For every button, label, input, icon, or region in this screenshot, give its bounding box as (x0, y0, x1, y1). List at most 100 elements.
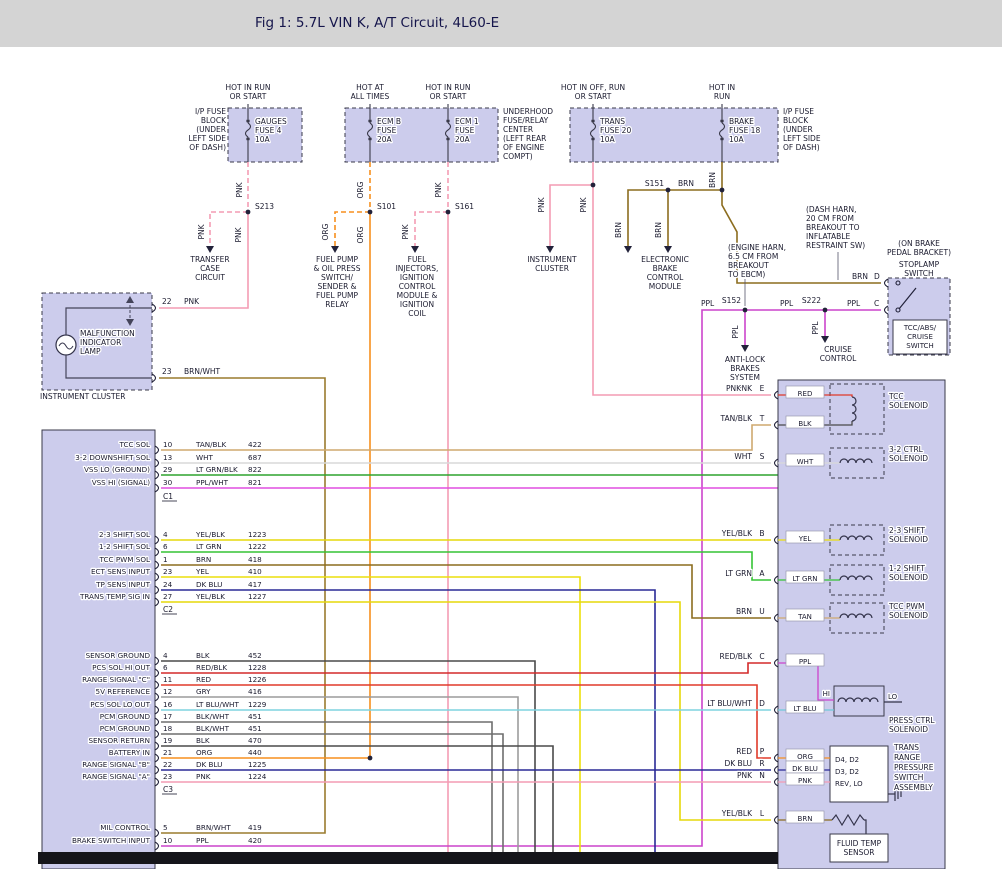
connector-id: C3 (163, 785, 173, 794)
wire-color-tag: RED/BLK (720, 652, 754, 661)
wire-color-tag: PPL (731, 325, 740, 339)
wire-color-tag: BRN (678, 179, 694, 188)
mil-lamp-icon (55, 334, 77, 356)
pressure-switch-box (829, 745, 889, 803)
fuse-icon (244, 122, 252, 138)
pin-connector (154, 483, 160, 493)
pin-connector (154, 656, 160, 666)
svg-text:TRANS: TRANS (893, 743, 919, 752)
fuse-terminal (591, 119, 595, 123)
wire-451 (161, 721, 493, 852)
svg-text:COIL: COIL (408, 309, 426, 318)
wire-416 (161, 696, 519, 852)
svg-text:CONTROL: CONTROL (399, 282, 436, 291)
int-wire (864, 819, 867, 834)
svg-text:STOPLAMP: STOPLAMP (899, 260, 940, 269)
svg-text:SWITCH: SWITCH (906, 342, 933, 350)
pin-number: 24 (163, 580, 173, 589)
wire-410 (161, 576, 581, 852)
connector-id: C1 (163, 492, 173, 501)
gear-position-label: D4, D2 (835, 756, 859, 764)
wire-color-tag: YEL/BLK (195, 592, 225, 601)
pcm-box (41, 429, 156, 869)
circuit-number: 687 (248, 453, 262, 462)
pin-number: 13 (163, 453, 172, 462)
circuit-number: 420 (248, 836, 262, 845)
wire-color-tag: BRN (196, 555, 211, 564)
fuse-block-box (569, 107, 779, 163)
internal-wire-label: WHT (797, 458, 814, 466)
pin-number: 1 (163, 555, 168, 564)
splice-dot (742, 307, 748, 313)
wire-color-tag: RED/BLK (196, 663, 227, 672)
circuit-number: 470 (248, 736, 262, 745)
svg-text:ALL TIMES: ALL TIMES (351, 92, 390, 101)
svg-text:ECM B: ECM B (377, 117, 401, 126)
svg-text:2-3 SHIFT: 2-3 SHIFT (889, 526, 925, 535)
svg-text:TRANS: TRANS (599, 117, 625, 126)
wire-color-tag: PNK (197, 223, 206, 239)
solenoid-coil (837, 697, 879, 703)
svg-text:CLUSTER: CLUSTER (535, 264, 569, 273)
svg-text:CENTER: CENTER (503, 125, 533, 134)
pin-number: 19 (163, 736, 173, 745)
switch-terminal (895, 280, 901, 286)
svg-text:FUEL PUMP: FUEL PUMP (316, 255, 359, 264)
svg-text:SOLENOID: SOLENOID (889, 535, 928, 544)
pin-connector (773, 815, 779, 825)
pin-number: 23 (163, 772, 172, 781)
lamp-filament (58, 342, 74, 350)
pin-connector (154, 841, 160, 851)
wire-color-tag: LT BLU/WHT (707, 699, 752, 708)
fuse-rating: 10A (255, 135, 271, 144)
svg-text:TCC/ABS/: TCC/ABS/ (903, 324, 937, 332)
pcm-signal-label: PCM GROUND (100, 712, 151, 721)
gear-position-label: REV, LO (835, 780, 863, 788)
wire-color-tag: PNK (434, 181, 443, 197)
internal-wire-label: BLK (798, 420, 812, 428)
wire-color-tag: DK BLU (196, 760, 222, 769)
svg-text:BREAKOUT: BREAKOUT (728, 261, 769, 270)
arrow-down (624, 246, 632, 253)
svg-text:I/P FUSE: I/P FUSE (783, 107, 814, 116)
svg-text:SOLENOID: SOLENOID (889, 611, 928, 620)
pin-number: 11 (163, 675, 172, 684)
svg-text:INDICATOR: INDICATOR (80, 338, 121, 347)
pcm-signal-label: 1-2 SHIFT SOL (99, 542, 150, 551)
pin-connector (773, 390, 779, 400)
splice-label: S151 (645, 179, 664, 188)
pin-number: 5 (163, 823, 168, 832)
pcm-signal-label: ECT SENS INPUT (91, 567, 151, 576)
wire-color-tag: ORG (196, 748, 212, 757)
pcm-signal-label: PCS SOL HI OUT (92, 663, 150, 672)
pin-connector (154, 705, 160, 715)
internal-wire-label: PNK (798, 777, 812, 785)
fuse-terminal (368, 119, 372, 123)
fuse-block-box (227, 107, 303, 163)
pin-number: 6 (163, 542, 168, 551)
svg-text:(ENGINE HARN,: (ENGINE HARN, (728, 243, 786, 252)
pin-connector (154, 547, 160, 557)
wire-color-tag: YEL/BLK (721, 809, 753, 818)
svg-text:TO EBCM): TO EBCM) (727, 270, 765, 279)
wire-tag-box (785, 810, 825, 824)
pin-connector (154, 729, 160, 739)
pin-letter: L (760, 809, 765, 818)
svg-text:SOLENOID: SOLENOID (889, 401, 928, 410)
svg-text:1-2 SHIFT: 1-2 SHIFT (889, 564, 925, 573)
pin-letter: R (759, 759, 764, 768)
wire-color-tag: TAN/BLK (719, 414, 753, 423)
arrow-down (821, 336, 829, 343)
arrow-down (664, 246, 672, 253)
internal-wire-label: LT GRN (793, 575, 818, 583)
arrow-down (411, 246, 419, 253)
